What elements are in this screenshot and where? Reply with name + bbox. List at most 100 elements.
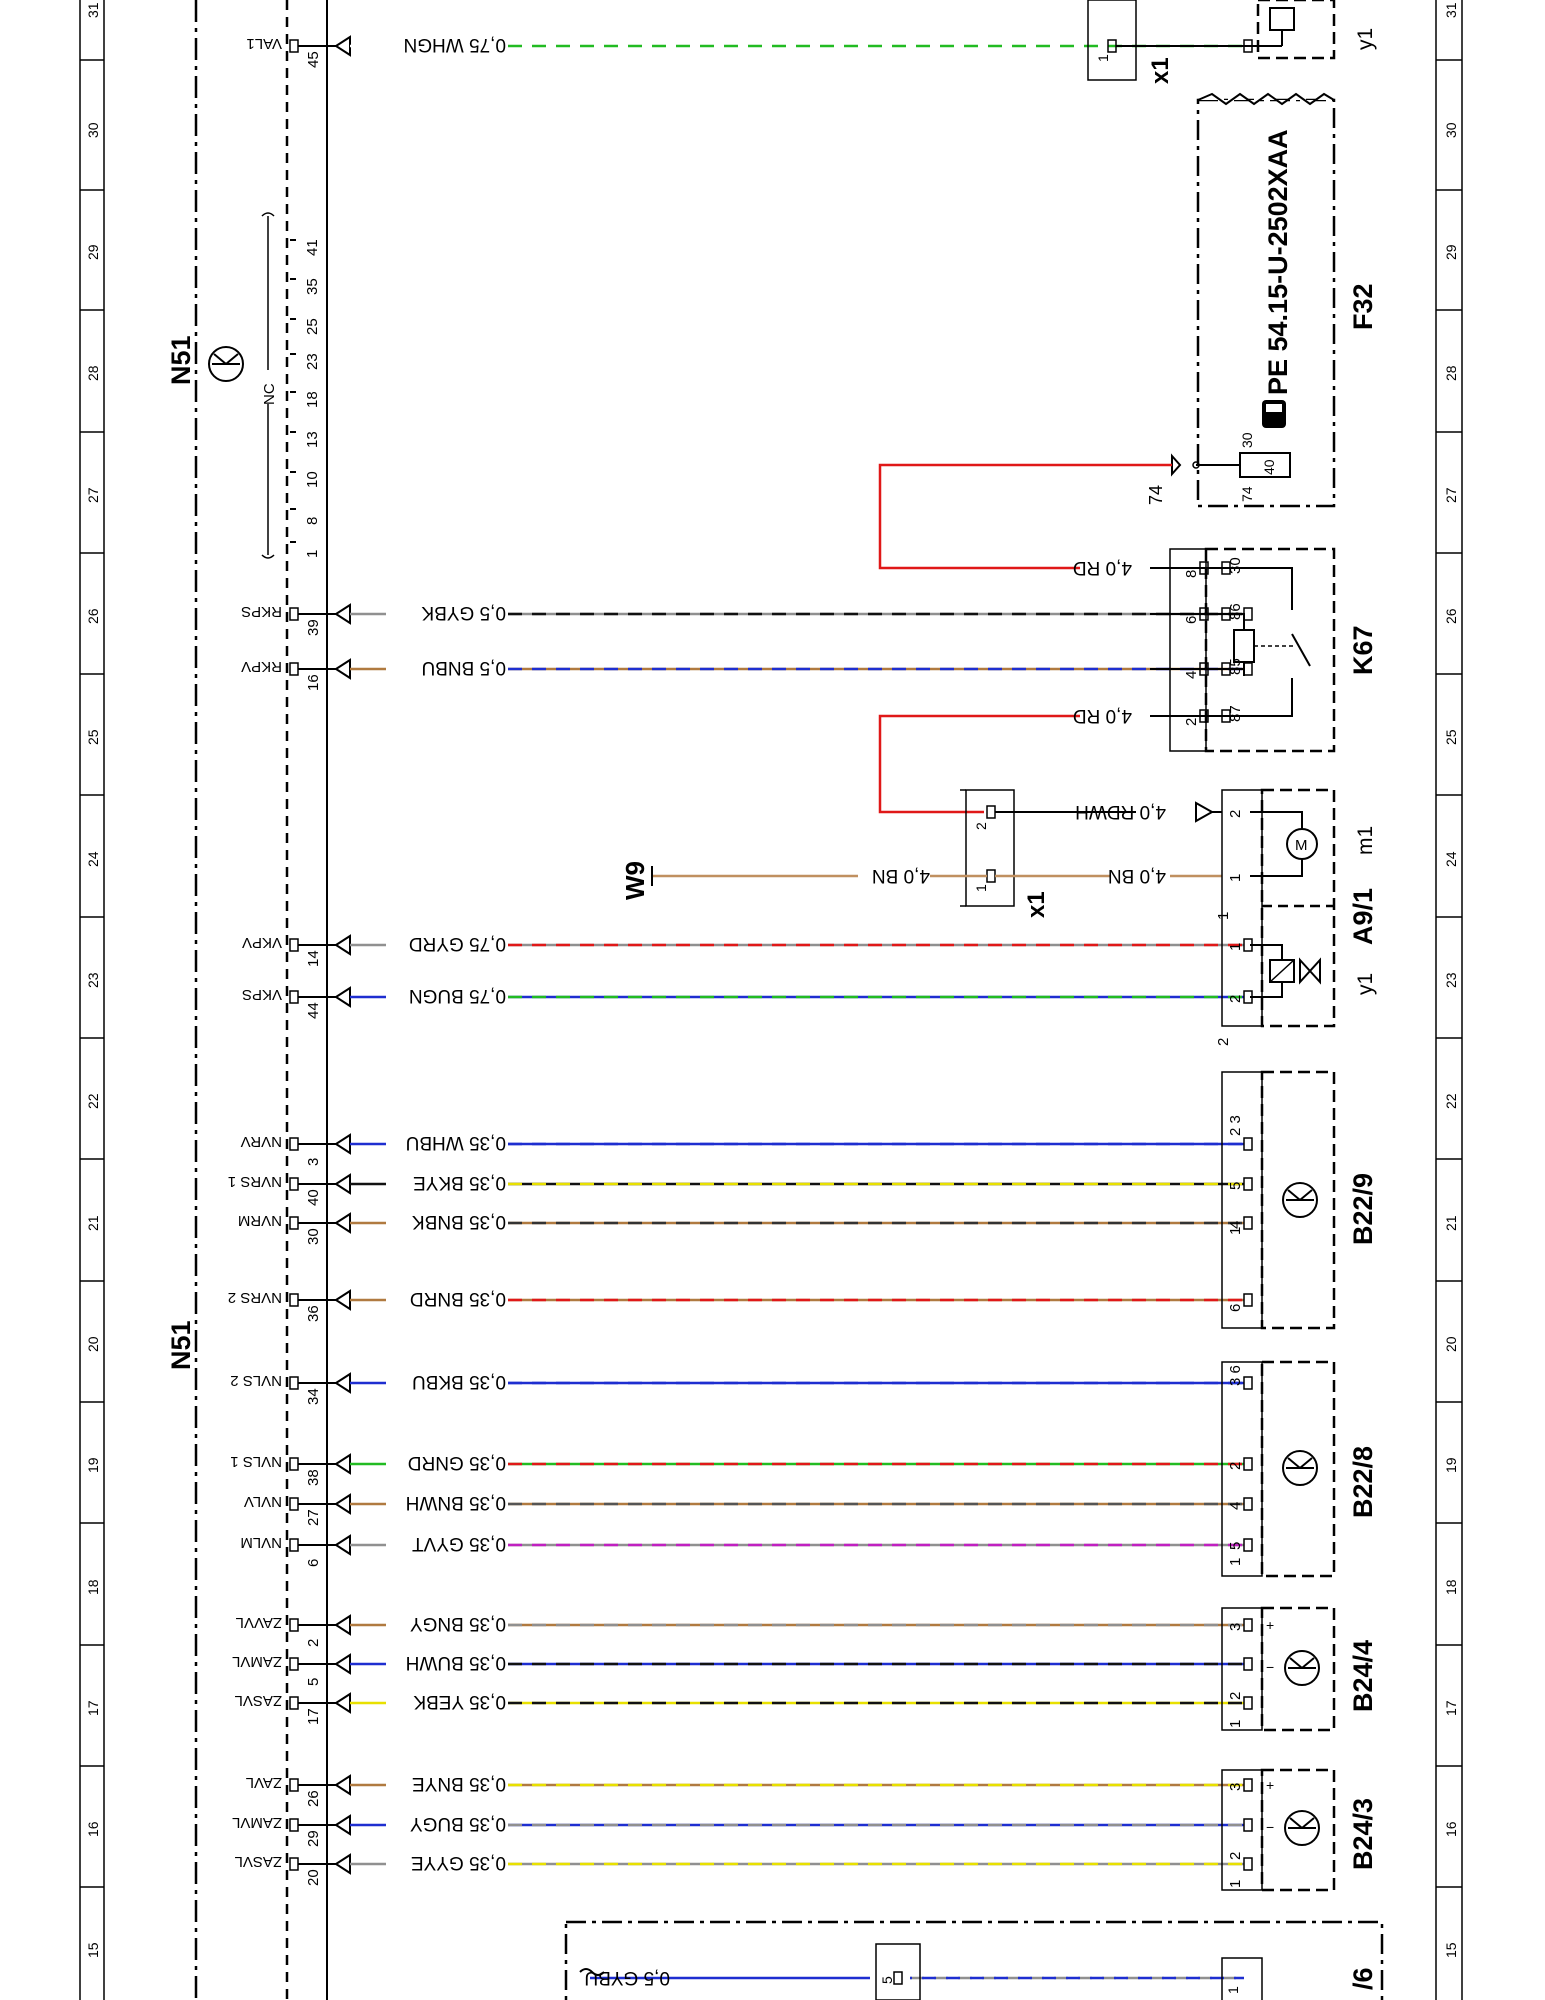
wire-spec: 0,35 BNYE	[412, 1773, 506, 1794]
component-pin-label: 1	[1227, 1558, 1244, 1566]
wire-arrow-icon	[334, 1173, 351, 1195]
ruler-label-left: 16	[85, 1821, 101, 1837]
transistor-icon	[208, 346, 244, 382]
k67-label: K67	[1348, 625, 1378, 675]
ruler-label-right: 30	[1443, 122, 1459, 138]
component-pin-label: 2	[1227, 995, 1244, 1003]
component-pin-label: 5	[1227, 1182, 1244, 1190]
svg-text:−: −	[1266, 1819, 1274, 1835]
b24-3-label: B24/3	[1348, 1798, 1378, 1870]
power-wire-spec: 4,0 BN	[872, 865, 930, 886]
component-pin-label: 1	[1227, 874, 1244, 882]
wire-spec: 0,35 BNBK	[412, 1211, 506, 1232]
fuse-box-f32: PE 54.15-U-2502XAA F32 40 30 74 74	[1146, 92, 1378, 508]
component-pin-label: 3 6	[1227, 1365, 1244, 1386]
a9-side-1: 1	[1215, 912, 1232, 920]
signal-label: NVRM	[238, 1212, 282, 1229]
component-pin-label: 5	[1227, 1542, 1244, 1550]
wire-spec: 0,35 BNWH	[406, 1492, 506, 1513]
ruler-label-left: 23	[85, 972, 101, 988]
transistor-icon	[1282, 1182, 1318, 1218]
bottom-wire-spec: 0,5 GYBU	[584, 1967, 670, 1988]
ruler-label-right: 18	[1443, 1579, 1459, 1595]
power-wire-spec: 4,0 RD	[1073, 557, 1132, 578]
x1-pin-2: 2	[973, 822, 989, 830]
ecu-pin-label: 16	[305, 674, 322, 691]
nc-pin-label: 13	[304, 431, 321, 448]
wire-spec: 0,75 WHGN	[404, 34, 506, 55]
ruler-label-left: 27	[85, 487, 101, 503]
f32-text: PE 54.15-U-2502XAA	[1263, 129, 1293, 395]
connector-x1: 2 1 x1	[960, 789, 1050, 918]
wire-arrow-icon	[334, 1614, 351, 1636]
ruler-label-left: 24	[85, 851, 101, 867]
component-pin-label: 87	[1227, 705, 1244, 722]
ruler-label-right: 19	[1443, 1457, 1459, 1473]
wire-spec: 0,75 GYRD	[409, 933, 506, 954]
k67-connector-pin: 2	[1183, 718, 1200, 726]
wire-arrow-icon	[334, 603, 351, 625]
k67-connector-pin: 4	[1183, 671, 1200, 679]
component-pin-label: 4	[1227, 1502, 1244, 1510]
ecu-pin-label: 40	[305, 1189, 322, 1206]
wire-spec: 0,35 BUWH	[406, 1652, 506, 1673]
signal-label: VKPV	[242, 934, 282, 951]
ruler-label-left: 25	[85, 729, 101, 745]
bottom-conn-pin: 5	[879, 1976, 895, 1984]
x1-label: x1	[1023, 891, 1050, 918]
wire-arrow-icon	[334, 1212, 351, 1234]
valve-icon	[1250, 944, 1321, 998]
nc-pin-label: 41	[304, 239, 321, 256]
nc-pin-label: 1	[304, 550, 321, 558]
ecu-pin-label: 6	[305, 1559, 322, 1567]
fuse-value: 40	[1261, 459, 1277, 475]
y1-top-label: y1	[1354, 28, 1377, 50]
ecu-pin-label: 27	[305, 1509, 322, 1526]
f32-label: F32	[1348, 283, 1378, 330]
signal-label: ZASVL	[234, 1692, 282, 1709]
component-pin-label: 6	[1227, 1304, 1244, 1312]
wire-spec: 0,35 BKYE	[413, 1172, 506, 1193]
signal-label: VAL1	[246, 35, 282, 52]
signal-label: RKPV	[241, 658, 282, 675]
component-pin-label: 30	[1227, 557, 1244, 574]
signal-label: ZAVVL	[236, 1614, 282, 1631]
nc-bracket: NC	[261, 212, 278, 559]
a9-sub-y: y1	[1354, 973, 1377, 995]
f32-pin-top: 30	[1239, 432, 1255, 448]
bottom-pin: 1	[1225, 1986, 1241, 1994]
wire-arrow-icon	[334, 1133, 351, 1155]
signal-label: RKPS	[241, 603, 282, 620]
wire-arrow-icon	[334, 1653, 351, 1675]
nc-pin-label: 18	[304, 391, 321, 408]
wire-spec: 0,35 YEBK	[413, 1691, 506, 1712]
transistor-icon	[1282, 1450, 1318, 1486]
signal-label: NVRS 1	[228, 1173, 282, 1190]
wire-arrow-icon	[334, 934, 351, 956]
power-wire-spec: 4,0 RDWH	[1075, 801, 1166, 822]
svg-text:M: M	[1295, 837, 1308, 854]
component-pin-label: 85	[1227, 658, 1244, 675]
power-wire-spec: 4,0 BN	[1108, 865, 1166, 886]
component-pin-label: 2	[1227, 1852, 1244, 1860]
ruler-label-right: 24	[1443, 851, 1459, 867]
ruler-label-left: 20	[85, 1336, 101, 1352]
f32-wire-point: 74	[1146, 485, 1166, 505]
wire-arrow-icon	[334, 1493, 351, 1515]
ecu-pin-label: 38	[305, 1469, 322, 1486]
signal-label: NVLV	[244, 1493, 282, 1510]
nc-pin-label: 10	[304, 471, 321, 488]
wire-arrow-icon	[334, 1453, 351, 1475]
ruler-label-right: 28	[1443, 365, 1459, 381]
ecu-pin-label: 26	[305, 1790, 322, 1807]
component-pin-label: 2 3	[1227, 1115, 1244, 1136]
component-pin-label: 2	[1227, 1462, 1244, 1470]
